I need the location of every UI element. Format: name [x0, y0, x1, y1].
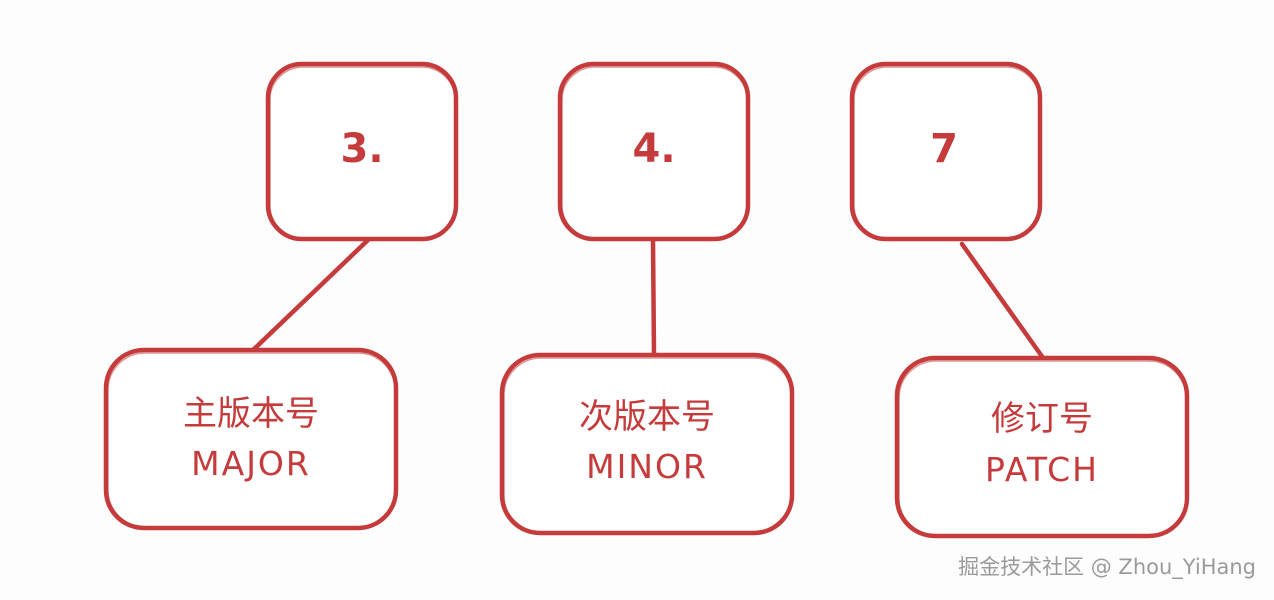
watermark: 掘金技术社区 @ Zhou_YiHang — [958, 555, 1256, 580]
label-cn-minor: 次版本号 — [579, 397, 715, 437]
number-box-patch: 7 — [849, 61, 1043, 242]
label-box-patch: 修订号 PATCH — [894, 355, 1190, 539]
label-box-major: 主版本号 MAJOR — [103, 347, 399, 531]
connector-major — [249, 237, 371, 354]
connector-patch — [959, 241, 1049, 365]
label-cn-patch: 修订号 — [991, 399, 1093, 439]
label-en-minor: MINOR — [586, 447, 708, 486]
label-en-major: MAJOR — [191, 444, 311, 483]
connector-minor — [650, 237, 657, 359]
number-box-major: 3. — [265, 61, 459, 242]
label-cn-major: 主版本号 — [183, 394, 319, 434]
number-box-minor: 4. — [557, 61, 751, 242]
label-en-patch: PATCH — [985, 450, 1099, 489]
number-major: 3. — [340, 126, 383, 172]
number-patch: 7 — [930, 126, 958, 172]
number-minor: 4. — [632, 126, 675, 172]
label-box-minor: 次版本号 MINOR — [499, 352, 795, 536]
